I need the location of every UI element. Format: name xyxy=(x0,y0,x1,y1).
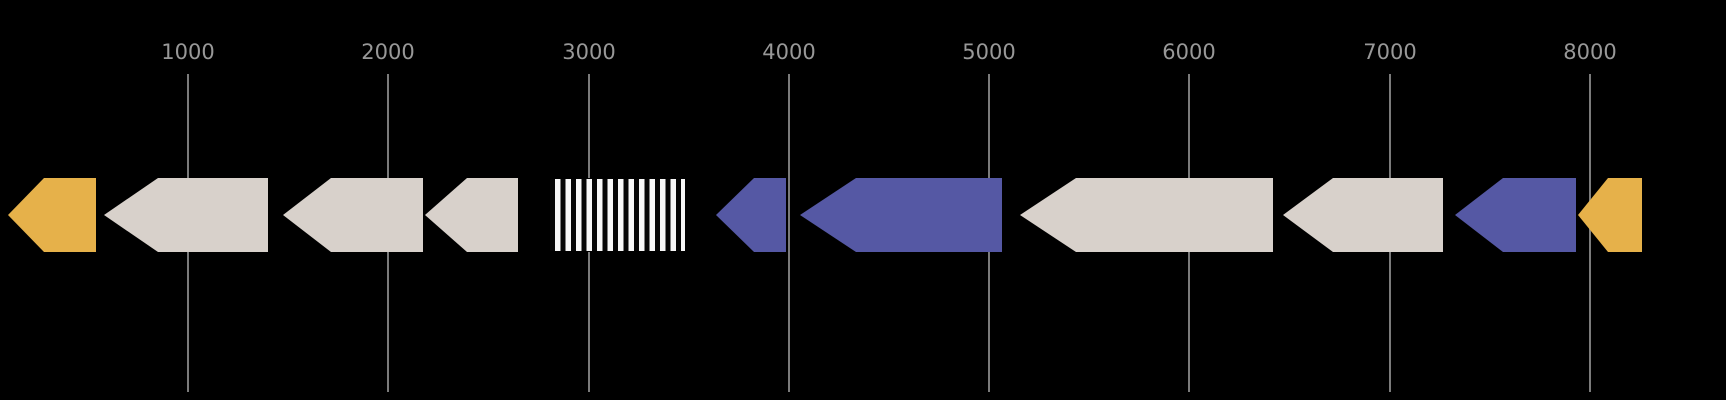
gene-arrow-3 xyxy=(283,178,423,252)
gene-arrow-9 xyxy=(1283,178,1443,252)
striped-feature-5 xyxy=(549,178,686,252)
axis-tick-label: 4000 xyxy=(762,40,816,64)
axis-gridline-4000 xyxy=(788,74,790,392)
gene-arrow-6 xyxy=(716,178,786,252)
gene-arrow-10 xyxy=(1455,178,1576,252)
gene-arrow-8 xyxy=(1020,178,1273,252)
axis-tick-label: 7000 xyxy=(1363,40,1417,64)
axis-gridline-8000 xyxy=(1589,74,1591,392)
gene-arrow-7 xyxy=(800,178,1002,252)
axis-tick-label: 8000 xyxy=(1563,40,1617,64)
axis-tick-label: 2000 xyxy=(361,40,415,64)
axis-tick-label: 3000 xyxy=(562,40,616,64)
gene-arrow-11 xyxy=(1578,178,1642,252)
gene-arrow-2 xyxy=(104,178,268,252)
axis-tick-label: 1000 xyxy=(161,40,215,64)
gene-arrow-1 xyxy=(8,178,96,252)
gene-arrow-4 xyxy=(425,178,518,252)
axis-tick-label: 5000 xyxy=(962,40,1016,64)
axis-tick-label: 6000 xyxy=(1162,40,1216,64)
